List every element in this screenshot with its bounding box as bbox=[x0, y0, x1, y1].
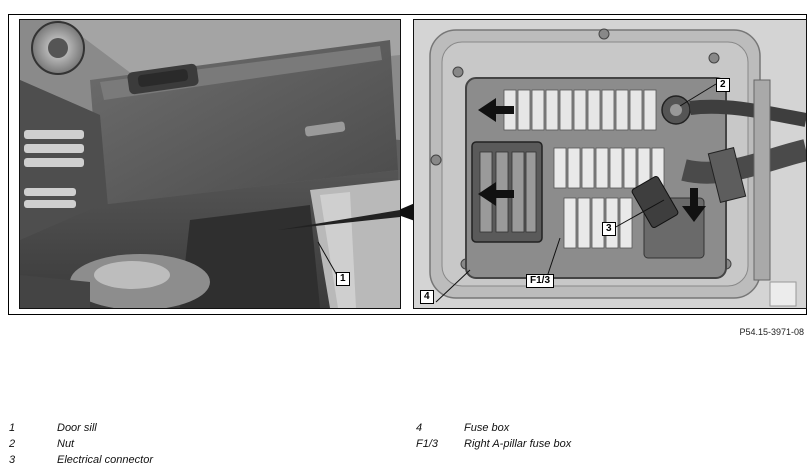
legend-label: Right A-pillar fuse box bbox=[464, 438, 572, 450]
view-connector bbox=[401, 203, 415, 221]
interior-view-panel: 1 bbox=[19, 19, 401, 309]
callout-nut: 2 bbox=[716, 78, 730, 92]
figure-frame: 1 bbox=[8, 14, 807, 315]
legend-key: F1/3 bbox=[416, 438, 439, 450]
legend-right-column: 4 Fuse box F1/3 Right A-pillar fuse box bbox=[416, 420, 806, 452]
legend-label: Door sill bbox=[57, 422, 97, 434]
callout-right-a-pillar-fuse-box: F1/3 bbox=[526, 274, 555, 288]
legend-key: 2 bbox=[9, 438, 16, 450]
legend-item: 3 Electrical connector bbox=[9, 452, 389, 468]
legend-item: F1/3 Right A-pillar fuse box bbox=[416, 436, 806, 452]
legend-key: 3 bbox=[9, 454, 16, 466]
legend-key: 1 bbox=[9, 422, 16, 434]
interior-view-illustration bbox=[20, 20, 400, 308]
legend-item: 4 Fuse box bbox=[416, 420, 806, 436]
fuse-box-illustration bbox=[414, 20, 806, 308]
legend-label: Electrical connector bbox=[57, 454, 153, 466]
legend-item: 2 Nut bbox=[9, 436, 389, 452]
callout-door-sill: 1 bbox=[336, 272, 350, 286]
callout-fuse-box: 4 bbox=[420, 290, 434, 304]
legend-label: Nut bbox=[57, 438, 75, 450]
callout-electrical-connector: 3 bbox=[602, 222, 616, 236]
legend-key: 4 bbox=[416, 422, 423, 434]
fuse-box-detail-panel: 2 3 F1/3 4 bbox=[413, 19, 807, 309]
legend-label: Fuse box bbox=[464, 422, 510, 434]
legend-left-column: 1 Door sill 2 Nut 3 Electrical connector bbox=[9, 420, 389, 468]
legend-item: 1 Door sill bbox=[9, 420, 389, 436]
figure-reference: P54.15-3971-08 bbox=[739, 327, 804, 337]
